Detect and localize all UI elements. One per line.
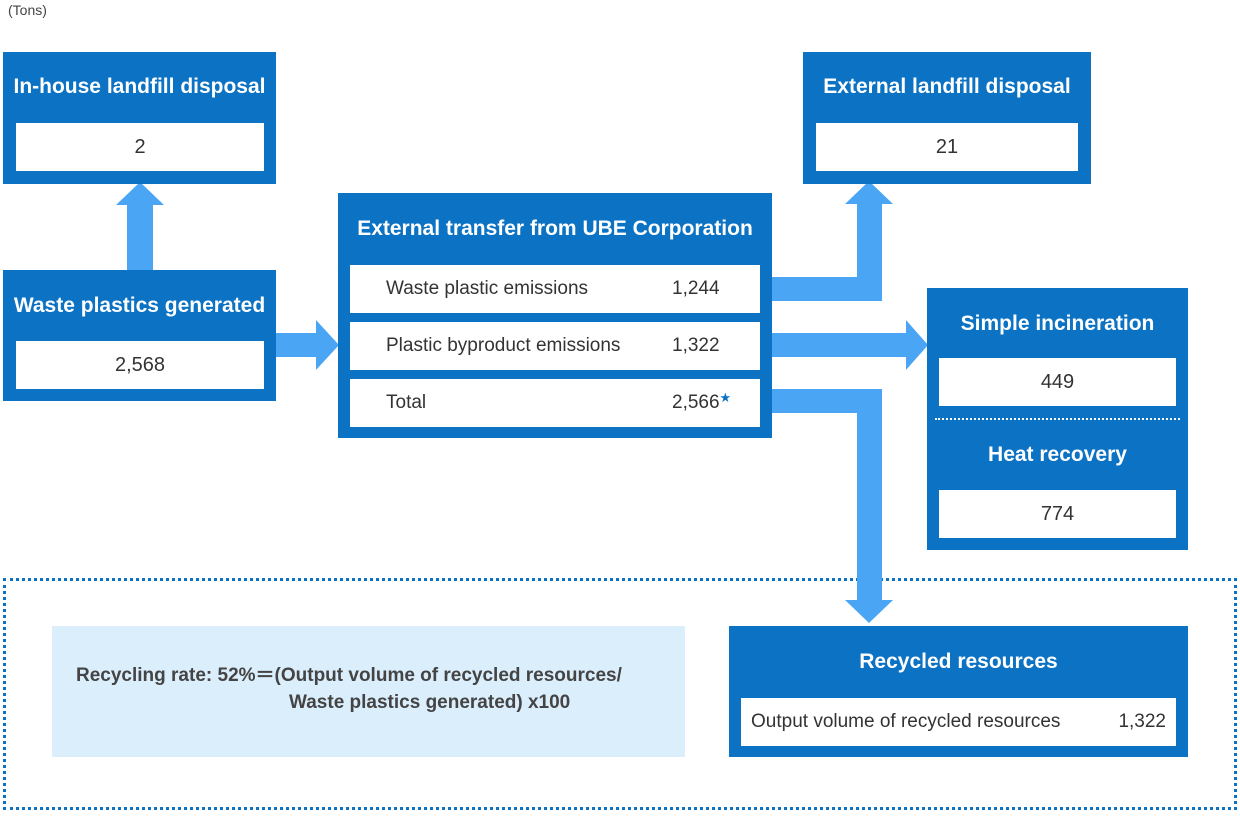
transfer-row-label: Total (386, 392, 427, 413)
incineration-divider (935, 418, 1180, 420)
transfer-row-value: 2,566★ (672, 379, 731, 427)
external-transfer-box: External transfer from UBE Corporation W… (338, 193, 772, 438)
recycled-resources-title: Recycled resources (859, 650, 1058, 673)
heat-recovery-value: 774 (939, 490, 1176, 538)
recycling-region-border (3, 578, 1237, 810)
transfer-row-total: Total 2,566★ (350, 379, 760, 427)
recycled-resources-value: 1,322 (1118, 711, 1166, 732)
external-landfill-value: 21 (816, 123, 1078, 171)
simple-incineration-value: 449 (939, 358, 1176, 406)
star-mark: ★ (719, 390, 732, 405)
formula-line-2: Waste plastics generated) x100 (289, 692, 571, 713)
external-landfill-title: External landfill disposal (823, 75, 1071, 98)
arrow-to-recycled-resources (772, 389, 893, 623)
recycled-resources-row: Output volume of recycled resources 1,32… (741, 698, 1176, 746)
transfer-row-value: 1,244 (672, 278, 720, 299)
transfer-row-waste-plastic: Waste plastic emissions 1,244 (350, 265, 760, 313)
incineration-box: Simple incineration 449 Heat recovery 77… (927, 288, 1188, 550)
inhouse-landfill-box: In-house landfill disposal 2 (3, 52, 276, 184)
arrow-to-external-transfer (276, 320, 339, 370)
formula-line-1: Recycling rate: 52%＝(Output volume of re… (76, 665, 622, 686)
unit-label: (Tons) (8, 2, 47, 18)
waste-generated-value: 2,568 (16, 341, 264, 389)
transfer-row-label: Waste plastic emissions (386, 278, 589, 299)
arrow-to-external-landfill (772, 181, 893, 301)
recycled-resources-box: Recycled resources Output volume of recy… (729, 626, 1188, 757)
transfer-row-value: 1,322 (672, 335, 720, 356)
inhouse-landfill-value: 2 (16, 123, 264, 171)
arrow-to-inhouse-landfill (116, 182, 164, 270)
external-landfill-box: External landfill disposal 21 (803, 52, 1091, 184)
simple-incineration-title: Simple incineration (960, 312, 1155, 335)
inhouse-landfill-title: In-house landfill disposal (13, 75, 266, 98)
waste-generated-title: Waste plastics generated (13, 294, 266, 317)
total-value-text: 2,566 (672, 392, 720, 413)
transfer-row-label: Plastic byproduct emissions (386, 335, 621, 356)
transfer-row-byproduct: Plastic byproduct emissions 1,322 (350, 322, 760, 370)
heat-recovery-title: Heat recovery (988, 443, 1127, 466)
recycling-rate-formula: Recycling rate: 52%＝(Output volume of re… (52, 626, 685, 757)
waste-generated-box: Waste plastics generated 2,568 (3, 270, 276, 401)
external-transfer-title: External transfer from UBE Corporation (357, 217, 753, 240)
recycled-resources-label: Output volume of recycled resources (751, 711, 1061, 732)
arrow-to-incineration (772, 320, 928, 370)
